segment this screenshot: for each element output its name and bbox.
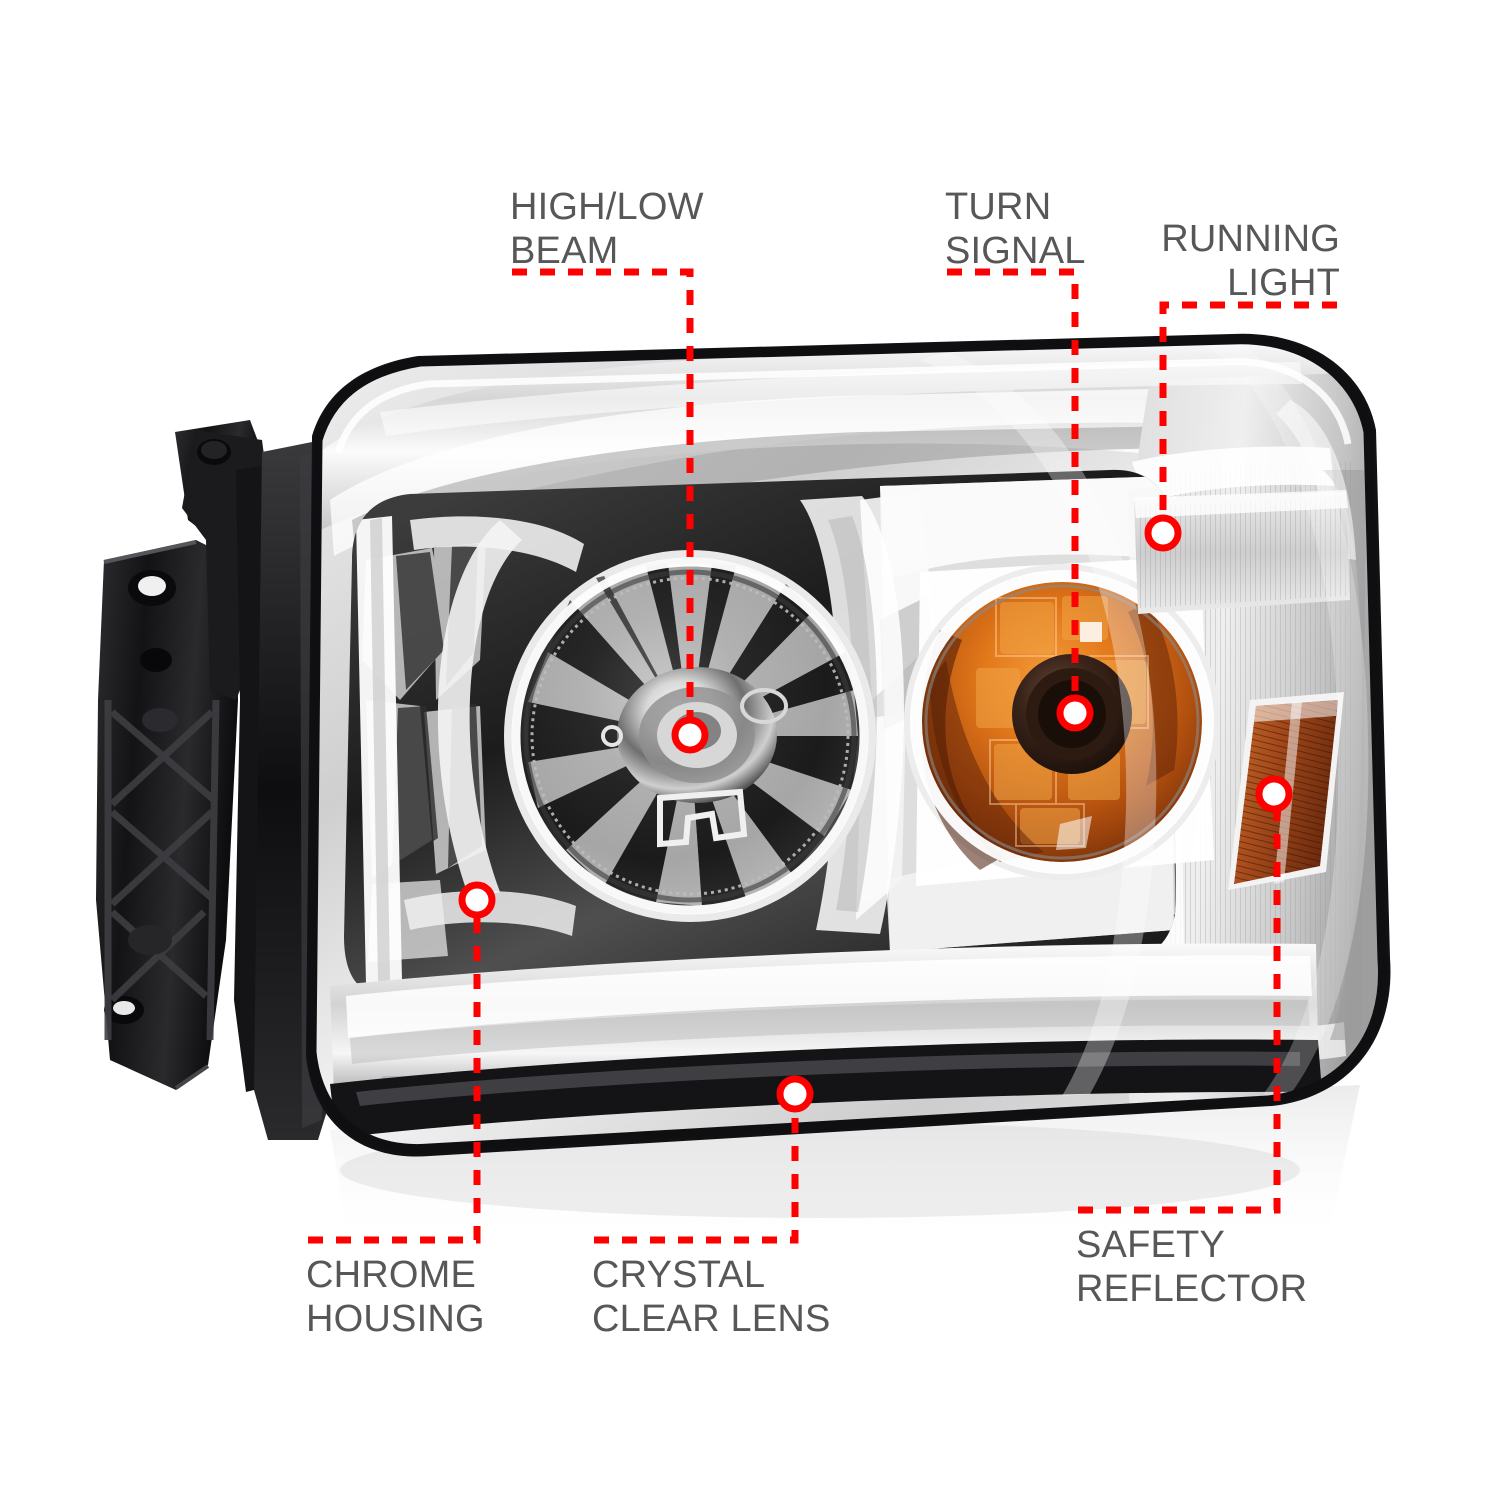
callout-label-high-low-beam: HIGH/LOW BEAM — [510, 186, 704, 272]
headlight-housing — [306, 333, 1391, 1157]
bracket-rib-pattern — [104, 699, 220, 1041]
callout-label-crystal-clear-lens: CRYSTAL CLEAR LENS — [592, 1254, 831, 1340]
mounting-bracket — [96, 420, 340, 1140]
bracket-bolt-hole — [140, 648, 172, 672]
callout-label-turn-signal: TURN SIGNAL — [945, 186, 1086, 272]
bracket-bolt-hole — [104, 996, 144, 1024]
callout-label-running-light: RUNNING LIGHT — [1161, 218, 1340, 304]
crystal-clear-lens-band — [330, 943, 1322, 1138]
bracket-bolt-hole — [197, 439, 231, 465]
bracket-bolt-hole — [128, 570, 176, 606]
callout-label-safety-reflector: SAFETY REFLECTOR — [1076, 1224, 1308, 1310]
callout-label-chrome-housing: CHROME HOUSING — [306, 1254, 485, 1340]
high-low-beam-reflector — [504, 550, 876, 922]
